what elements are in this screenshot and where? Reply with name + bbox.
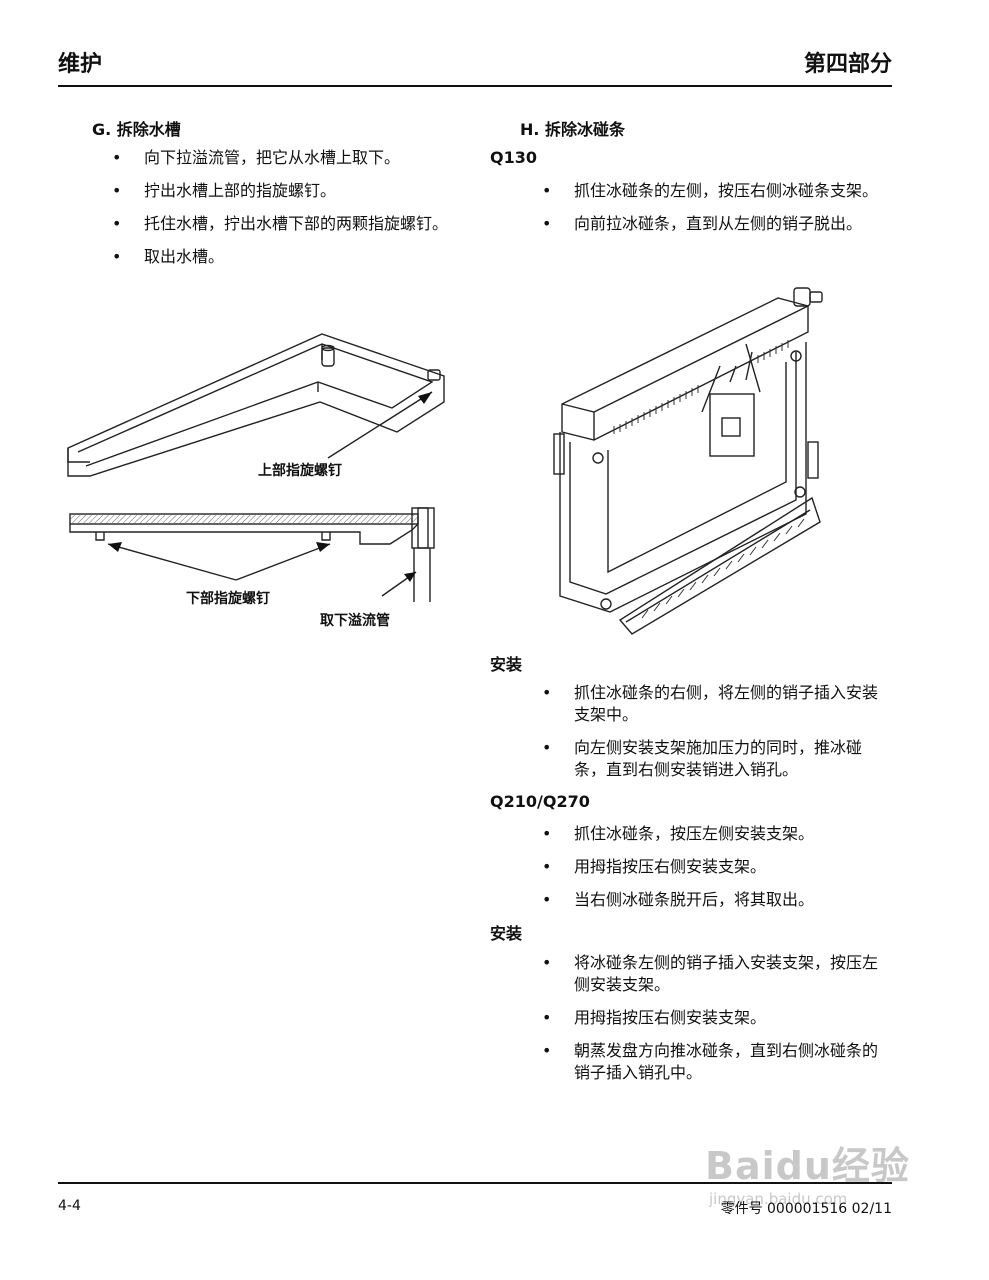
page-header-part: 第四部分 bbox=[803, 52, 892, 77]
section-g-steps: 向下拉溢流管，把它从水槽上取下。 拧出水槽上部的指旋螺钉。 托住水槽，拧出水槽下… bbox=[112, 147, 472, 279]
page-number: 4-4 bbox=[58, 1198, 81, 1214]
list-item: 取出水槽。 bbox=[112, 246, 472, 268]
q210-steps: 抓住冰碰条，按压左侧安装支架。 用拇指按压右侧安装支架。 当右侧冰碰条脱开后，将… bbox=[542, 823, 887, 922]
section-g-title: G. 拆除水槽 bbox=[92, 120, 181, 139]
list-item: 朝蒸发盘方向推冰碰条，直到右侧冰碰条的销子插入销孔中。 bbox=[542, 1040, 887, 1084]
list-item: 抓住冰碰条，按压左侧安装支架。 bbox=[542, 823, 887, 845]
subheading-install-2: 安装 bbox=[490, 924, 523, 943]
subheading-q130: Q130 bbox=[490, 148, 537, 167]
section-h-title: H. 拆除冰碰条 bbox=[520, 120, 626, 139]
list-item: 用拇指按压右侧安装支架。 bbox=[542, 1007, 887, 1029]
watermark-url: jingyan.baidu.com bbox=[709, 1190, 848, 1208]
list-item: 用拇指按压右侧安装支架。 bbox=[542, 856, 887, 878]
list-item: 将冰碰条左侧的销子插入安装支架，按压左侧安装支架。 bbox=[542, 952, 887, 996]
q130-steps: 抓住冰碰条的左侧，按压右侧冰碰条支架。 向前拉冰碰条，直到从左侧的销子脱出。 bbox=[542, 180, 887, 246]
install-2-steps: 将冰碰条左侧的销子插入安装支架，按压左侧安装支架。 用拇指按压右侧安装支架。 朝… bbox=[542, 952, 887, 1095]
watermark-logo-text: Baidu经验 bbox=[705, 1144, 910, 1188]
install-1-steps: 抓住冰碰条的右侧，将左侧的销子插入安装支架中。 向左侧安装支架施加压力的同时，推… bbox=[542, 682, 887, 792]
part-number: 零件号 000001516 02/11 bbox=[720, 1201, 892, 1217]
list-item: 向下拉溢流管，把它从水槽上取下。 bbox=[112, 147, 472, 169]
subheading-install-1: 安装 bbox=[490, 655, 523, 674]
subheading-q210-q270: Q210/Q270 bbox=[490, 792, 590, 811]
list-item: 当右侧冰碰条脱开后，将其取出。 bbox=[542, 889, 887, 911]
list-item: 拧出水槽上部的指旋螺钉。 bbox=[112, 180, 472, 202]
page-header-section: 维护 bbox=[58, 52, 103, 77]
label-lower-screw: 下部指旋螺钉 bbox=[186, 591, 270, 607]
label-upper-screw: 上部指旋螺钉 bbox=[258, 463, 342, 479]
list-item: 向左侧安装支架施加压力的同时，推冰碰条，直到右侧安装销进入销孔。 bbox=[542, 737, 887, 781]
label-overflow-tube: 取下溢流管 bbox=[320, 613, 390, 629]
list-item: 托住水槽，拧出水槽下部的两颗指旋螺钉。 bbox=[112, 213, 472, 235]
header-divider bbox=[58, 85, 892, 87]
ice-damper-figure bbox=[553, 287, 823, 635]
list-item: 向前拉冰碰条，直到从左侧的销子脱出。 bbox=[542, 213, 887, 235]
list-item: 抓住冰碰条的右侧，将左侧的销子插入安装支架中。 bbox=[542, 682, 887, 726]
footer-divider bbox=[58, 1182, 892, 1184]
baidu-watermark: Baidu经验 jingyan.baidu.com bbox=[705, 1135, 910, 1208]
water-trough-figure bbox=[67, 333, 445, 602]
list-item: 抓住冰碰条的左侧，按压右侧冰碰条支架。 bbox=[542, 180, 887, 202]
